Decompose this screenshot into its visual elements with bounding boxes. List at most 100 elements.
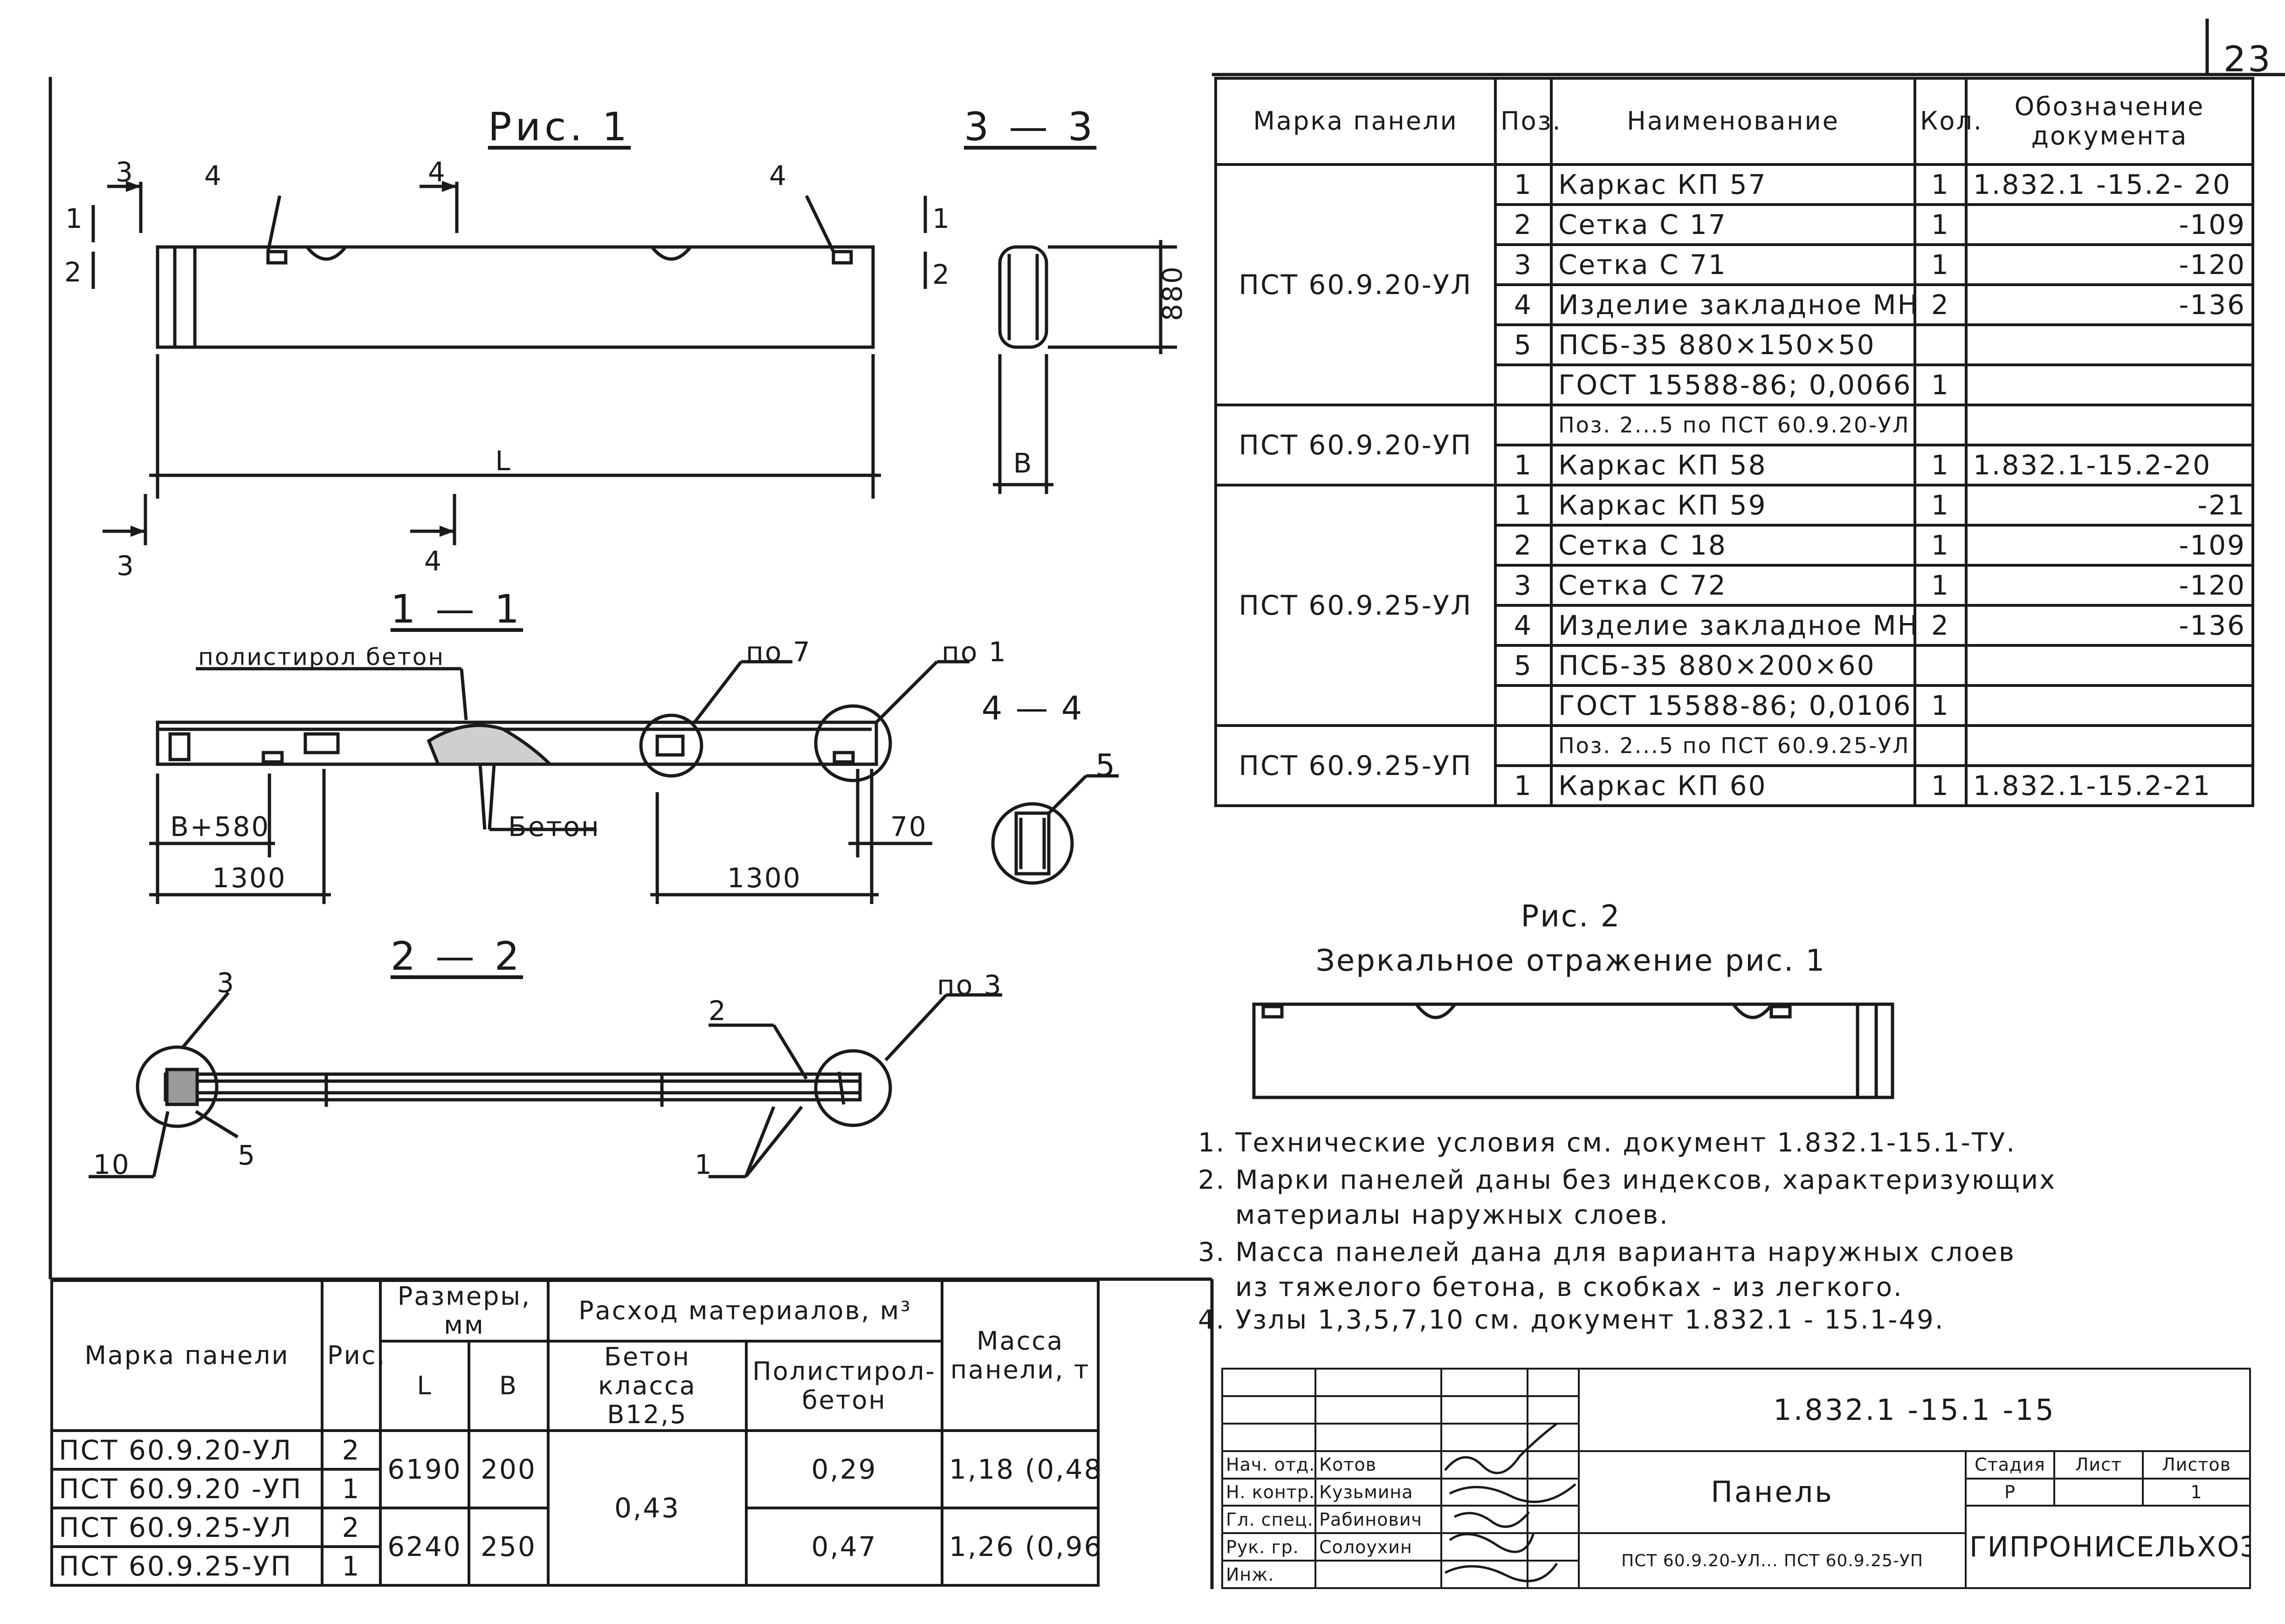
signatures xyxy=(1444,1423,1576,1583)
mat-fig: 2 xyxy=(321,1429,382,1471)
mat-row: ПСТ 60.9.20-УЛ 2 6190 200 0,43 0,29 1,18… xyxy=(50,1429,1100,1587)
spec-pos: 5 xyxy=(1494,644,1553,687)
spec-doc xyxy=(1965,404,2254,446)
spec-qty: 2 xyxy=(1913,283,1968,326)
sheets-header: Листов xyxy=(2142,1450,2251,1480)
mat-B: 200 xyxy=(467,1429,550,1510)
doc-subtitle: ПСТ 60.9.20-УЛ... ПСТ 60.9.25-УП xyxy=(1578,1532,1967,1589)
spec-panel-mark: ПСТ 60.9.20-УП xyxy=(1214,404,1497,487)
mat-polystyrene: 0,47 xyxy=(745,1507,944,1587)
note-3: 3. Масса панелей дана для варианта наруж… xyxy=(1198,1237,2016,1268)
spec-qty: 1 xyxy=(1913,484,1968,527)
spec-row: 2 Сетка С 18 1 -109 xyxy=(1216,524,2254,567)
spec-qty: 1 xyxy=(1913,163,1968,206)
spec-row: 5 ПСБ-35 880×200×60 xyxy=(1216,644,2254,687)
spec-row: ПСТ 60.9.20-УП Поз. 2...5 по ПСТ 60.9.20… xyxy=(1214,404,2254,487)
spec-item-name: Каркас КП 58 xyxy=(1550,444,1916,487)
spec-row: ПСТ 60.9.25-УЛ 1 Каркас КП 59 1 -21 xyxy=(1214,484,2254,727)
spec-item-name: Каркас КП 57 xyxy=(1550,163,1916,206)
spec-doc: -136 xyxy=(1965,283,2254,326)
cut-mark-4-left: 4 xyxy=(204,160,223,192)
spec-qty: 1 xyxy=(1913,243,1968,286)
spec-header-name: Наименование xyxy=(1550,77,1916,166)
spec-item-name: Поз. 2...5 по ПСТ 60.9.20-УЛ xyxy=(1550,404,1916,446)
spec-pos: 4 xyxy=(1494,283,1553,326)
spec-panel-mark: ПСТ 60.9.25-УП xyxy=(1214,724,1497,807)
spec-row: 3 Сетка С 71 1 -120 xyxy=(1216,243,2254,286)
spec-item-name: ПСБ-35 880×200×60 xyxy=(1550,644,1916,687)
mat-row: ПСТ 60.9.25-УЛ 2 6240 250 0,47 1,26 (0,9… xyxy=(50,1507,1100,1587)
mat-header-fig: Рис. xyxy=(321,1279,385,1432)
spec-header-mark: Марка панели xyxy=(1214,77,1497,166)
spec-doc: -21 xyxy=(1965,484,2254,527)
mat-mark: ПСТ 60.9.25-УЛ xyxy=(50,1507,323,1549)
spec-pos: 1 xyxy=(1494,444,1553,487)
role-2: Н. контр. xyxy=(1221,1477,1316,1507)
spec-doc: -109 xyxy=(1965,203,2254,246)
spec-header-qty: Кол. xyxy=(1913,77,1982,166)
spec-pos xyxy=(1494,684,1553,727)
spec-qty xyxy=(1913,644,1968,687)
spec-doc: 1.832.1 -15.2- 20 xyxy=(1965,163,2254,206)
spec-item-name: Каркас КП 60 xyxy=(1550,764,1916,807)
dim-1300-left: 1300 xyxy=(212,862,287,894)
spec-doc: 1.832.1-15.2-20 xyxy=(1965,444,2254,487)
cut-mark-1-left: 1 xyxy=(65,203,84,234)
person-5 xyxy=(1315,1560,1442,1589)
mat-header-polystyrene: Полистирол-бетон xyxy=(745,1340,944,1432)
spec-row: 1 Каркас КП 58 1 1.832.1-15.2-20 xyxy=(1216,444,2254,487)
callout-pos-3: 3 xyxy=(217,967,235,999)
spec-qty: 1 xyxy=(1913,684,1968,727)
spec-row: 5 ПСБ-35 880×150×50 xyxy=(1216,323,2254,366)
mat-header-dims: Размеры, мм xyxy=(379,1279,550,1343)
spec-pos: 5 xyxy=(1494,323,1553,366)
spec-doc: 1.832.1-15.2-21 xyxy=(1965,764,2254,807)
spec-doc xyxy=(1965,323,2254,366)
spec-qty xyxy=(1913,404,1968,446)
cut-mark-2-right: 2 xyxy=(932,259,951,290)
mat-fig: 2 xyxy=(321,1507,382,1549)
mat-row: ПСТ 60.9.25-УП 1 xyxy=(50,1545,1098,1587)
note-2: 2. Марки панелей даны без индексов, хара… xyxy=(1198,1165,2057,1195)
mat-B: 250 xyxy=(467,1507,550,1587)
materials-table: Марка панели Рис. Размеры, мм Расход мат… xyxy=(50,1279,1100,1587)
mat-mark: ПСТ 60.9.20 -УП xyxy=(50,1468,323,1510)
spec-pos: 3 xyxy=(1494,243,1553,286)
spec-item-name: Сетка С 71 xyxy=(1550,243,1916,286)
spec-item-name: Поз. 2...5 по ПСТ 60.9.25-УЛ xyxy=(1550,724,1916,767)
spec-pos: 2 xyxy=(1494,524,1553,567)
spec-qty xyxy=(1913,724,1968,767)
spec-qty: 1 xyxy=(1913,363,1968,406)
note-2-cont: материалы наружных слоев. xyxy=(1235,1200,1669,1230)
mat-concrete: 0,43 xyxy=(547,1429,748,1587)
dim-width-B: B xyxy=(1013,447,1033,479)
section-4-4-label: 4 — 4 xyxy=(981,689,1084,727)
specification-table: Марка панели Поз. Наименование Кол. Обоз… xyxy=(1214,77,2254,807)
fig1-title: Рис. 1 xyxy=(488,104,631,150)
spec-item-name: Изделие закладное МН1 xyxy=(1550,604,1916,647)
mat-header-mass: Масса панели, т xyxy=(941,1279,1100,1432)
spec-doc xyxy=(1965,644,2254,687)
callout-pos-5-section: 5 xyxy=(1095,747,1116,783)
spec-row: 1 Каркас КП 60 1 1.832.1-15.2-21 xyxy=(1216,764,2254,807)
stage-header: Стадия xyxy=(1965,1450,2055,1480)
sheet-header: Лист xyxy=(2053,1450,2144,1480)
mat-header-L: L xyxy=(379,1340,470,1432)
mat-mass: 1,26 (0,96) xyxy=(941,1507,1100,1587)
cut-mark-1-right: 1 xyxy=(932,203,951,234)
mat-mark: ПСТ 60.9.20-УЛ xyxy=(50,1429,323,1471)
spec-pos: 1 xyxy=(1494,484,1553,527)
mat-L: 6240 xyxy=(379,1507,470,1587)
mat-mark: ПСТ 60.9.25-УП xyxy=(50,1545,323,1587)
cut-mark-4-right: 4 xyxy=(769,160,788,192)
callout-pos-5: 5 xyxy=(238,1139,256,1171)
spec-item-name: ПСБ-35 880×150×50 xyxy=(1550,323,1916,366)
spec-doc: -120 xyxy=(1965,564,2254,607)
spec-panel-mark: ПСТ 60.9.25-УЛ xyxy=(1214,484,1497,727)
section-1-1-label: 1 — 1 xyxy=(390,586,523,632)
note-1: 1. Технические условия см. документ 1.83… xyxy=(1198,1128,2017,1158)
spec-header-pos: Поз. xyxy=(1494,77,1561,166)
spec-row: ПСТ 60.9.25-УП Поз. 2...5 по ПСТ 60.9.25… xyxy=(1214,724,2254,807)
person-4: Солоухин xyxy=(1315,1532,1442,1562)
spec-doc xyxy=(1965,724,2254,767)
